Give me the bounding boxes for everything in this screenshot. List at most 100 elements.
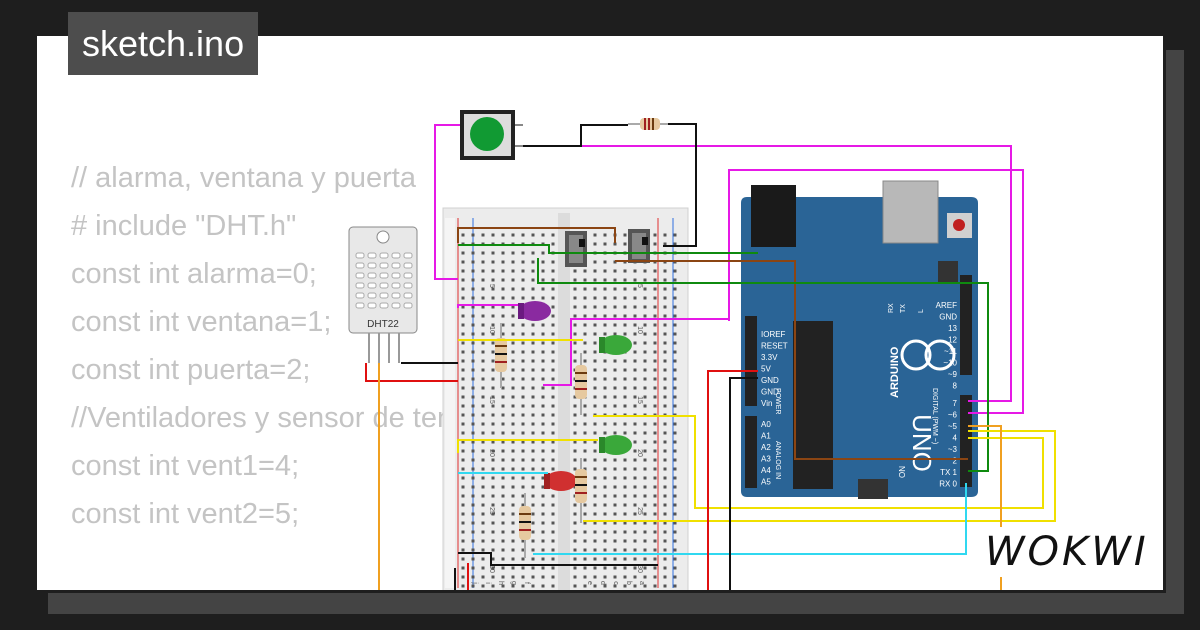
breadboard-hole[interactable] (583, 575, 587, 579)
breadboard-hole[interactable] (491, 251, 495, 255)
breadboard-hole[interactable] (573, 332, 577, 336)
breadboard-hole[interactable] (461, 386, 465, 390)
breadboard-hole[interactable] (491, 584, 495, 588)
breadboard-hole[interactable] (531, 548, 535, 552)
breadboard-hole[interactable] (653, 548, 657, 552)
breadboard-hole[interactable] (501, 449, 505, 453)
breadboard-hole[interactable] (511, 431, 515, 435)
breadboard-hole[interactable] (491, 431, 495, 435)
breadboard-hole[interactable] (461, 296, 465, 300)
breadboard-hole[interactable] (673, 404, 677, 408)
breadboard-hole[interactable] (461, 440, 465, 444)
breadboard-hole[interactable] (501, 494, 505, 498)
breadboard-hole[interactable] (471, 557, 475, 561)
breadboard-hole[interactable] (531, 449, 535, 453)
breadboard-hole[interactable] (481, 422, 485, 426)
breadboard-hole[interactable] (491, 557, 495, 561)
breadboard-hole[interactable] (461, 332, 465, 336)
breadboard-hole[interactable] (481, 260, 485, 264)
breadboard-hole[interactable] (623, 332, 627, 336)
breadboard-hole[interactable] (623, 242, 627, 246)
breadboard-hole[interactable] (531, 404, 535, 408)
breadboard-hole[interactable] (551, 260, 555, 264)
breadboard-hole[interactable] (511, 584, 515, 588)
breadboard-hole[interactable] (511, 458, 515, 462)
breadboard-hole[interactable] (521, 539, 525, 543)
breadboard-hole[interactable] (511, 251, 515, 255)
breadboard-hole[interactable] (511, 530, 515, 534)
breadboard-hole[interactable] (511, 494, 515, 498)
breadboard-hole[interactable] (613, 242, 617, 246)
breadboard-hole[interactable] (573, 539, 577, 543)
led-purple[interactable] (518, 301, 551, 321)
breadboard-hole[interactable] (531, 278, 535, 282)
breadboard-hole[interactable] (471, 422, 475, 426)
breadboard-hole[interactable] (491, 233, 495, 237)
breadboard-hole[interactable] (461, 350, 465, 354)
breadboard-hole[interactable] (663, 539, 667, 543)
breadboard-hole[interactable] (583, 359, 587, 363)
breadboard-hole[interactable] (501, 521, 505, 525)
breadboard-hole[interactable] (461, 233, 465, 237)
breadboard-hole[interactable] (461, 575, 465, 579)
breadboard-hole[interactable] (623, 467, 627, 471)
breadboard-hole[interactable] (613, 314, 617, 318)
breadboard-hole[interactable] (613, 404, 617, 408)
breadboard-hole[interactable] (521, 233, 525, 237)
breadboard-hole[interactable] (541, 539, 545, 543)
breadboard-hole[interactable] (603, 584, 607, 588)
breadboard-hole[interactable] (541, 287, 545, 291)
breadboard-hole[interactable] (613, 530, 617, 534)
breadboard-hole[interactable] (603, 242, 607, 246)
breadboard-hole[interactable] (491, 269, 495, 273)
breadboard-hole[interactable] (531, 539, 535, 543)
breadboard-hole[interactable] (573, 440, 577, 444)
breadboard-hole[interactable] (481, 377, 485, 381)
breadboard-hole[interactable] (633, 494, 637, 498)
breadboard-hole[interactable] (481, 413, 485, 417)
breadboard-hole[interactable] (663, 566, 667, 570)
breadboard-hole[interactable] (603, 359, 607, 363)
breadboard-hole[interactable] (573, 359, 577, 363)
breadboard-hole[interactable] (521, 494, 525, 498)
breadboard-hole[interactable] (643, 377, 647, 381)
breadboard-hole[interactable] (593, 368, 597, 372)
breadboard-hole[interactable] (471, 269, 475, 273)
breadboard-hole[interactable] (501, 575, 505, 579)
breadboard-hole[interactable] (471, 386, 475, 390)
breadboard-hole[interactable] (491, 278, 495, 282)
breadboard-hole[interactable] (481, 269, 485, 273)
breadboard-hole[interactable] (461, 467, 465, 471)
breadboard-hole[interactable] (593, 377, 597, 381)
breadboard-hole[interactable] (491, 386, 495, 390)
breadboard-hole[interactable] (481, 557, 485, 561)
breadboard-hole[interactable] (521, 440, 525, 444)
breadboard-hole[interactable] (623, 422, 627, 426)
breadboard-hole[interactable] (511, 395, 515, 399)
breadboard-hole[interactable] (633, 584, 637, 588)
breadboard-hole[interactable] (511, 548, 515, 552)
resistor-2[interactable] (575, 353, 587, 415)
breadboard-hole[interactable] (613, 503, 617, 507)
breadboard-hole[interactable] (551, 431, 555, 435)
breadboard-hole[interactable] (593, 530, 597, 534)
breadboard-hole[interactable] (511, 377, 515, 381)
breadboard-hole[interactable] (663, 575, 667, 579)
breadboard-hole[interactable] (541, 413, 545, 417)
breadboard-hole[interactable] (673, 359, 677, 363)
breadboard-hole[interactable] (643, 359, 647, 363)
breadboard-hole[interactable] (663, 584, 667, 588)
breadboard-hole[interactable] (531, 359, 535, 363)
breadboard-hole[interactable] (461, 278, 465, 282)
breadboard-hole[interactable] (511, 404, 515, 408)
breadboard-hole[interactable] (613, 512, 617, 516)
breadboard-hole[interactable] (633, 476, 637, 480)
breadboard-hole[interactable] (541, 251, 545, 255)
breadboard-hole[interactable] (653, 530, 657, 534)
breadboard-hole[interactable] (623, 323, 627, 327)
breadboard-hole[interactable] (531, 440, 535, 444)
breadboard-hole[interactable] (491, 260, 495, 264)
breadboard-hole[interactable] (531, 386, 535, 390)
breadboard-hole[interactable] (551, 377, 555, 381)
breadboard-hole[interactable] (583, 278, 587, 282)
